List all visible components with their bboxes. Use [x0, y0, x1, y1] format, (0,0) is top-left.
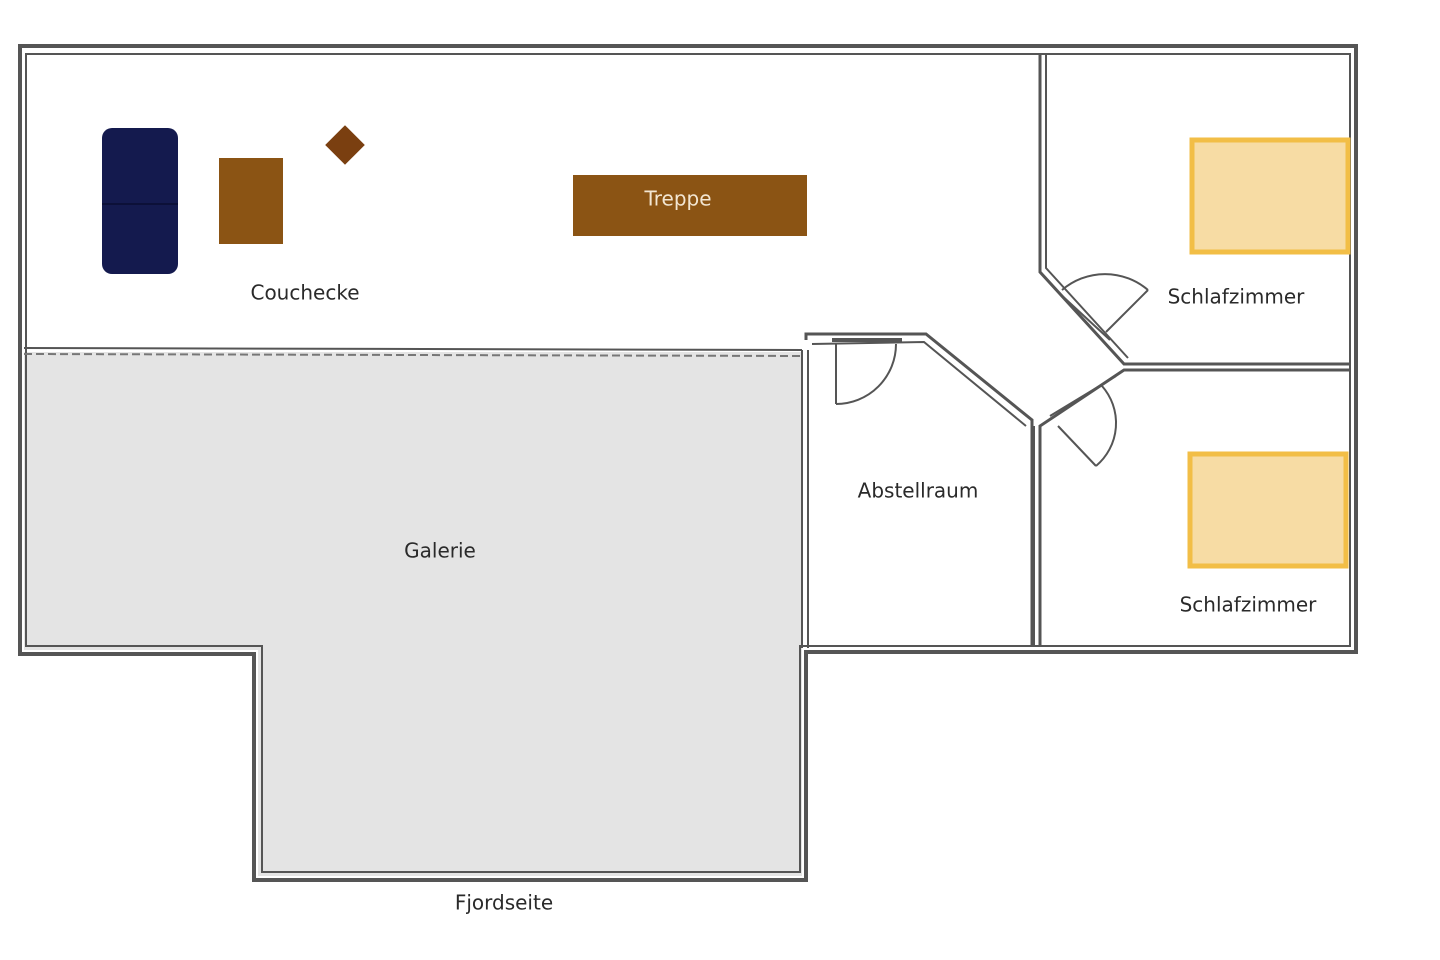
bed-bottom-icon	[1187, 451, 1349, 569]
room-label-couchecke: Couchecke	[250, 281, 359, 305]
room-label-abstellraum: Abstellraum	[858, 479, 979, 503]
room-label-galerie: Galerie	[404, 539, 476, 563]
orientation-label-fjordseite: Fjordseite	[455, 891, 553, 915]
storage-walls	[804, 332, 1034, 646]
storage-door-icon	[832, 338, 902, 405]
bedroom-walls	[1033, 54, 1350, 646]
bedroom-bottom-door-icon	[1049, 375, 1118, 467]
room-label-schlafzimmer-top: Schlafzimmer	[1168, 285, 1306, 309]
gallery-area	[24, 352, 802, 876]
gallery-railing	[23, 347, 809, 648]
stairs-icon	[573, 175, 807, 236]
sofa-icon	[102, 128, 178, 274]
side-table-icon	[325, 125, 365, 165]
coffee-table-icon	[219, 158, 283, 244]
room-label-schlafzimmer-bottom: Schlafzimmer	[1180, 593, 1318, 617]
stairs-label: Treppe	[643, 187, 711, 211]
bedroom-top-door-icon	[1057, 273, 1149, 341]
bed-top-icon	[1189, 137, 1351, 255]
